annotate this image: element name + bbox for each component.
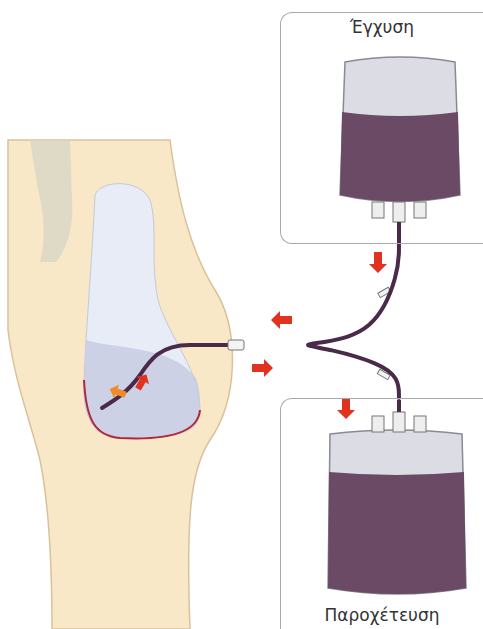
panel-label: Παροχέτευση — [319, 601, 446, 629]
bag-port — [414, 416, 426, 432]
panel-label: Έγχυση — [344, 13, 420, 41]
joint-cavity — [84, 184, 200, 439]
tube — [308, 244, 399, 398]
bone-shadow — [30, 140, 72, 262]
tube-stub — [397, 222, 401, 244]
tube-stub — [397, 400, 401, 412]
bag-port — [393, 412, 405, 432]
flow-arrow — [132, 371, 153, 393]
bag-fluid — [328, 472, 466, 594]
flow-arrow — [107, 382, 128, 401]
flow-arrow — [337, 398, 355, 419]
leg-outline — [8, 140, 232, 629]
cavity-fluid — [84, 340, 200, 438]
bag-panel: Παροχέτευση — [280, 398, 483, 629]
bag-panel: Έγχυση — [280, 12, 483, 244]
bag-port — [414, 202, 426, 218]
catheter — [102, 345, 238, 408]
bag-fluid — [340, 112, 460, 202]
bag-port — [372, 202, 384, 218]
flow-arrow — [369, 252, 387, 273]
tube-clamp — [377, 369, 390, 379]
infusion-bag — [340, 57, 460, 202]
bag-port — [372, 416, 384, 432]
bag-port — [393, 202, 405, 222]
tube-clamp — [378, 287, 391, 297]
drainage-bag — [328, 430, 466, 594]
flow-arrow — [252, 359, 273, 377]
flow-arrow — [271, 311, 292, 329]
tube-connector — [228, 340, 244, 350]
